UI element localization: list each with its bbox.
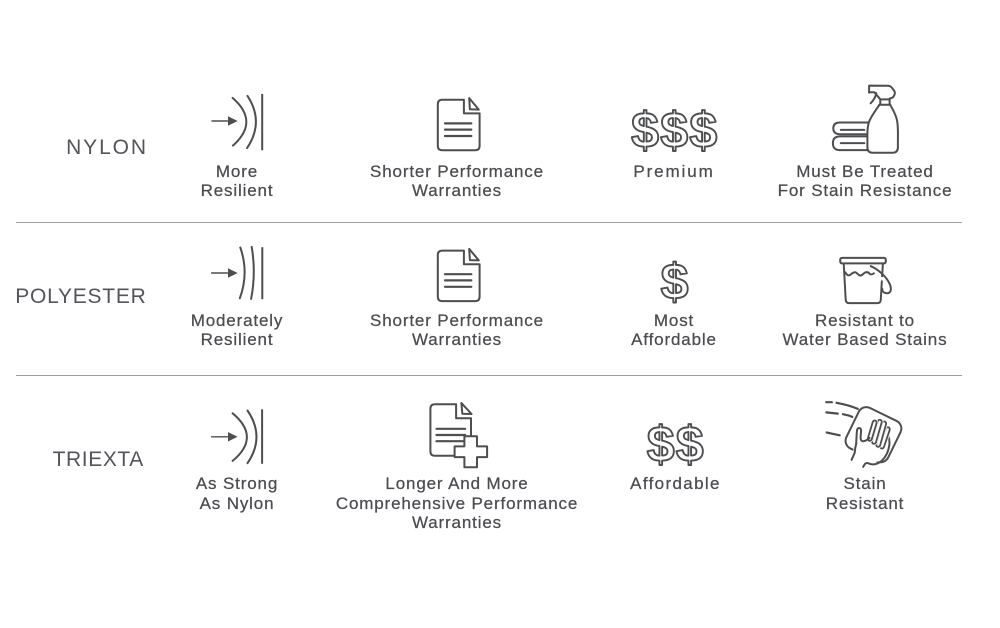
svg-text:$: $ xyxy=(661,254,690,310)
svg-text:$$$: $$$ xyxy=(631,103,718,159)
svg-text:$$: $$ xyxy=(647,417,705,473)
